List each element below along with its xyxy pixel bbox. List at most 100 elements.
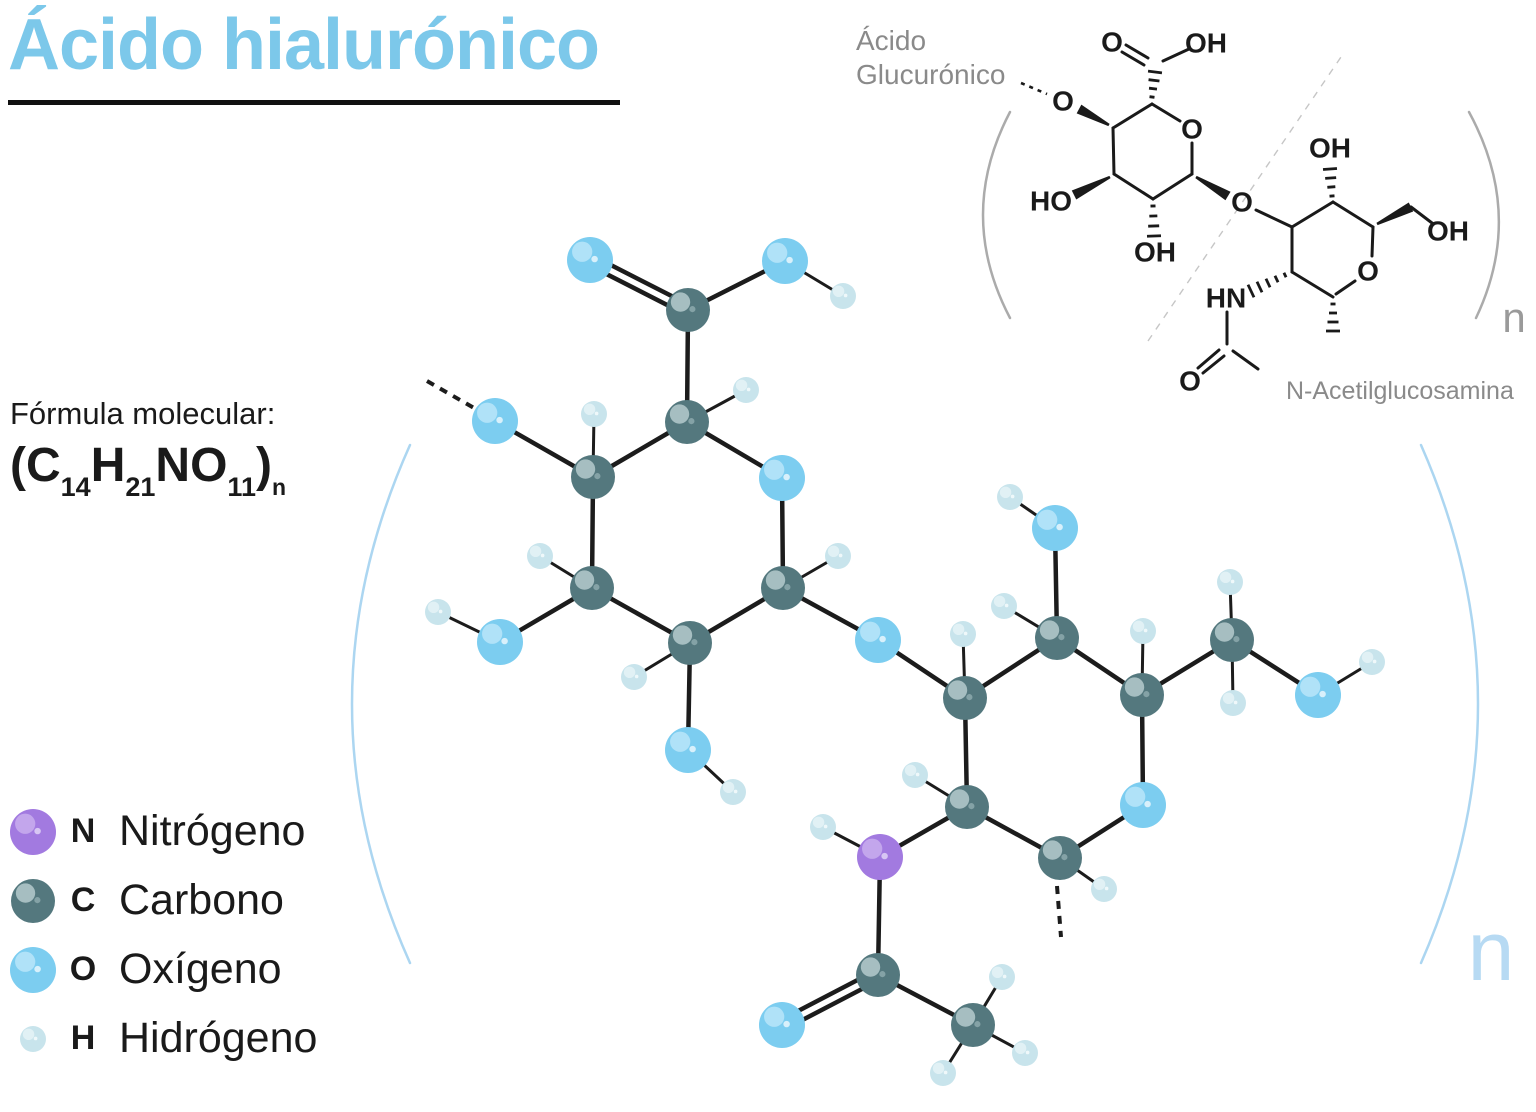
oxygen-ball-icon — [9, 946, 57, 994]
skeletal-bond — [1161, 47, 1191, 63]
wedge-bond — [1076, 104, 1110, 127]
atom-label: OH — [1185, 28, 1227, 59]
atom-H — [989, 964, 1015, 990]
skeletal-bond — [1151, 172, 1194, 201]
element-symbol: C — [70, 881, 96, 919]
atom-O — [759, 1002, 805, 1048]
skeletal-n-label: n — [1502, 294, 1525, 341]
atom-O — [1120, 782, 1166, 828]
unit-divider-line — [1147, 56, 1342, 342]
atom-label: O — [1101, 27, 1123, 58]
legend-O-ball — [10, 946, 56, 993]
skeletal-right-paren — [1467, 110, 1501, 320]
page-title: Ácido hialurónico — [8, 5, 600, 85]
atom-H — [930, 1060, 956, 1086]
skeletal-bond — [1201, 354, 1226, 375]
atom-label: HO — [1030, 186, 1072, 217]
atom-label: O — [1181, 114, 1203, 145]
nitrogen-ball-icon — [9, 808, 57, 856]
element-name: Carbono — [119, 876, 284, 924]
atom-label: O — [1231, 187, 1253, 218]
atom-H — [1217, 569, 1243, 595]
legend-N-ball — [10, 808, 56, 855]
model-right-bracket — [1419, 443, 1480, 965]
skeletal-bond — [1120, 50, 1146, 67]
atom-H — [1091, 876, 1117, 902]
atom-C — [761, 566, 805, 610]
atom-C — [665, 400, 709, 444]
atom-C — [1038, 836, 1082, 880]
hash-bond — [1246, 272, 1288, 298]
wedge-bond — [1195, 175, 1231, 201]
glucuronic-caption-line1: Ácido — [856, 25, 926, 56]
atom-H — [902, 762, 928, 788]
skeletal-dashed-bond — [1020, 81, 1048, 96]
skeletal-bond — [1112, 172, 1155, 201]
atom-label: OH — [1309, 133, 1351, 164]
wedge-bond — [1376, 202, 1414, 226]
atom-label: OH — [1134, 237, 1176, 268]
atom-H — [1012, 1040, 1038, 1066]
title-underline — [8, 100, 620, 105]
atom-C — [951, 1003, 995, 1047]
legend: N Nitrógeno C Carbono O Oxígeno H Hidróg… — [9, 797, 317, 1073]
atom-H — [621, 664, 647, 690]
atom-H — [733, 377, 759, 403]
skeletal-bond — [1124, 43, 1150, 60]
atom-H — [830, 283, 856, 309]
legend-item-hydrogen: H Hidrógeno — [9, 1004, 317, 1073]
model-left-bracket — [350, 443, 412, 965]
atom-H — [1220, 690, 1246, 716]
skeletal-bond — [1231, 349, 1260, 371]
element-name: Hidrógeno — [119, 1014, 318, 1062]
legend-item-oxygen: O Oxígeno — [9, 935, 317, 1004]
glucuronic-caption-line2: Glucurónico — [856, 59, 1005, 90]
hash-bond — [1322, 167, 1338, 198]
element-name: Oxígeno — [119, 945, 282, 993]
atom-label: O — [1357, 256, 1379, 287]
atom-O — [477, 619, 523, 665]
skeletal-bond — [1290, 200, 1335, 229]
polymer-continuation-bond — [426, 379, 475, 410]
skeletal-bond — [1111, 102, 1154, 130]
atom-C — [1035, 616, 1079, 660]
atom-H — [1130, 618, 1156, 644]
atom-H — [720, 779, 746, 805]
atom-O — [567, 237, 613, 283]
atom-C — [666, 288, 710, 332]
atom-label: O — [1052, 86, 1074, 117]
atom-N — [857, 834, 903, 880]
atom-H — [991, 593, 1017, 619]
legend-H-ball — [20, 1025, 46, 1052]
element-symbol: H — [70, 1019, 96, 1057]
atom-H — [810, 814, 836, 840]
skeletal-bond — [1331, 200, 1375, 229]
legend-item-nitrogen: N Nitrógeno — [9, 797, 317, 866]
skeletal-left-paren — [981, 110, 1012, 320]
skeletal-bond — [1290, 270, 1335, 299]
atom-O — [759, 455, 805, 501]
atom-C — [1120, 673, 1164, 717]
atom-O — [472, 398, 518, 444]
atom-C — [943, 676, 987, 720]
atom-H — [1359, 649, 1385, 675]
skeletal-bond — [1409, 205, 1434, 225]
skeletal-bond — [1334, 279, 1357, 296]
hash-bond — [1146, 204, 1162, 238]
hydrogen-ball-icon — [9, 1015, 57, 1063]
atom-H — [527, 543, 553, 569]
polymer-continuation-bond — [1055, 885, 1063, 938]
atom-C — [945, 785, 989, 829]
atom-label: OH — [1427, 216, 1469, 247]
atom-O — [855, 617, 901, 663]
atom-H — [581, 401, 607, 427]
formula-label: Fórmula molecular: — [10, 396, 276, 431]
atom-label: O — [1179, 366, 1201, 397]
atom-H — [950, 621, 976, 647]
acetylglucosamine-caption: N-Acetilglucosamina — [1286, 377, 1514, 405]
atom-O — [762, 238, 808, 284]
legend-item-carbon: C Carbono — [9, 866, 317, 935]
skeletal-bond — [1150, 102, 1182, 123]
